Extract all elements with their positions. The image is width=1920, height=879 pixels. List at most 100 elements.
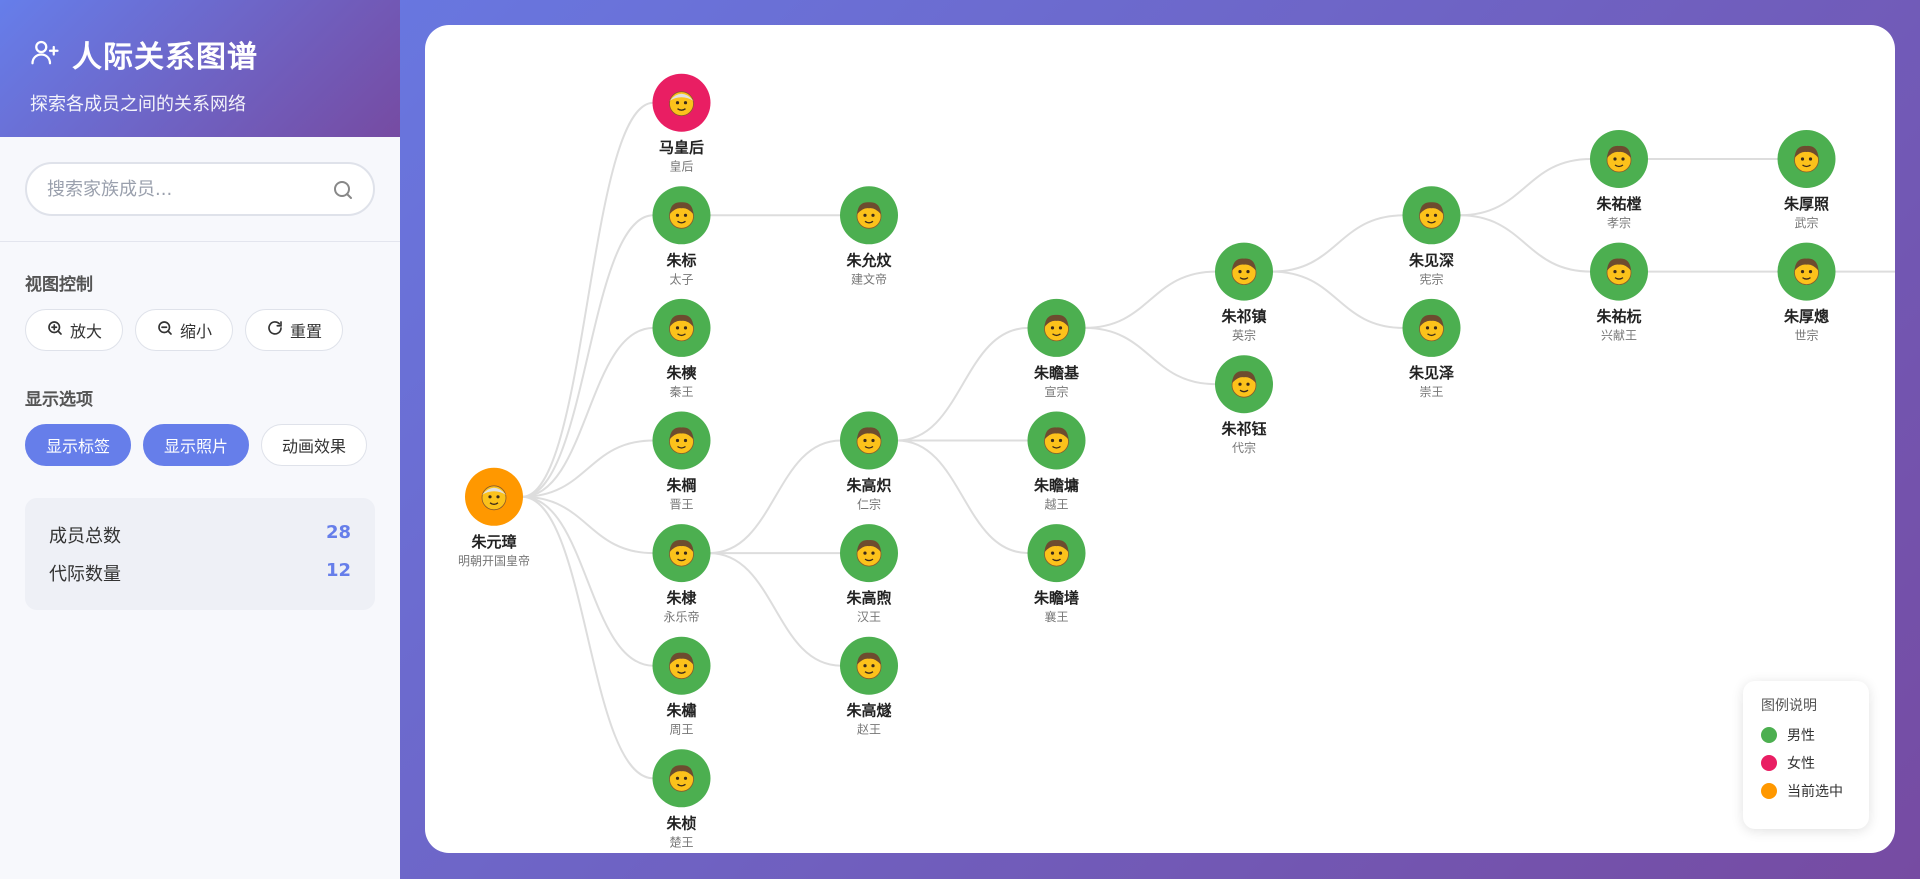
- zoom-in-icon: [46, 319, 64, 341]
- selected-dot-icon: [1761, 783, 1777, 799]
- relation-link: [521, 214, 654, 498]
- node-name: 朱祐杬: [1596, 308, 1641, 326]
- node-name: 朱棡: [666, 477, 696, 495]
- relation-link: [709, 552, 842, 667]
- refresh-icon: [266, 319, 284, 341]
- legend-female: 女性: [1761, 753, 1851, 773]
- man-face-icon: [1044, 314, 1069, 342]
- node-title: 汉王: [857, 610, 881, 624]
- zoom-out-button[interactable]: 缩小: [135, 309, 234, 351]
- node-name: 朱瞻基: [1034, 364, 1080, 382]
- node-title: 武宗: [1794, 215, 1818, 230]
- relation-link: [521, 495, 654, 667]
- node-name: 朱瞻墉: [1034, 477, 1079, 495]
- relation-link: [521, 495, 654, 780]
- display-options-heading: 显示选项: [25, 390, 93, 410]
- node-title: 仁宗: [857, 497, 881, 512]
- reset-button[interactable]: 重置: [245, 309, 344, 351]
- relation-link: [1271, 270, 1404, 329]
- zoom-out-label: 缩小: [180, 322, 213, 341]
- node-title: 襄王: [1044, 609, 1068, 624]
- node-name: 朱瞻墡: [1034, 589, 1079, 607]
- relation-link: [1084, 270, 1217, 329]
- man-face-icon: [856, 427, 882, 454]
- node-title: 宪宗: [1419, 271, 1443, 286]
- man-face-icon: [669, 427, 694, 454]
- node-title: 皇后: [669, 160, 693, 174]
- man-face-icon: [669, 652, 694, 680]
- man-face-icon: [1794, 258, 1819, 286]
- node-title: 永乐帝: [663, 609, 699, 624]
- node-name: 朱厚照: [1784, 195, 1829, 213]
- node-title: 明朝开国皇帝: [458, 553, 530, 568]
- view-controls-heading: 视图控制: [25, 275, 93, 295]
- legend-female-label: 女性: [1787, 756, 1815, 772]
- node-name: 朱标: [666, 251, 696, 269]
- stat-members-label: 成员总数: [49, 526, 121, 547]
- search-box: [25, 162, 375, 216]
- node-title: 宣宗: [1044, 384, 1068, 399]
- zoom-in-button[interactable]: 放大: [25, 309, 124, 351]
- man-face-icon: [856, 202, 882, 229]
- relation-link: [1271, 214, 1404, 273]
- search-icon[interactable]: [331, 178, 355, 206]
- graph-canvas[interactable]: 朱元璋明朝开国皇帝 马皇后皇后朱标太子朱樉秦王朱棡晋王朱棣永乐帝朱橚周王朱桢楚王 朱…: [425, 25, 1895, 853]
- stat-generations-label: 代际数量: [49, 564, 121, 585]
- node-name: 朱元璋: [471, 533, 516, 551]
- male-dot-icon: [1761, 727, 1777, 743]
- node-title: 兴献王: [1601, 328, 1637, 343]
- search-input[interactable]: [47, 178, 327, 200]
- legend-selected-label: 当前选中: [1787, 784, 1843, 800]
- node-title: 建文帝: [851, 271, 887, 286]
- node-title: 楚王: [669, 835, 693, 849]
- node-title: 秦王: [669, 385, 693, 399]
- animation-toggle[interactable]: 动画效果: [261, 424, 368, 466]
- page-title: 人际关系图谱: [72, 40, 258, 75]
- node-name: 朱棣: [666, 589, 696, 607]
- man-face-icon: [669, 765, 694, 792]
- relation-link: [521, 326, 654, 498]
- show-photos-toggle[interactable]: 显示照片: [143, 424, 250, 466]
- node-name: 朱允炆: [846, 251, 892, 269]
- show-labels-toggle[interactable]: 显示标签: [25, 424, 132, 466]
- node-name: 朱见深: [1409, 251, 1454, 269]
- relation-link: [1459, 214, 1592, 273]
- node-title: 晋王: [669, 498, 693, 512]
- node-name: 朱高燧: [846, 702, 891, 720]
- man-face-icon: [1231, 371, 1257, 398]
- node-name: 朱樉: [666, 364, 696, 382]
- node-name: 朱祐樘: [1596, 195, 1641, 213]
- stat-generations: 代际数量 12: [49, 554, 351, 592]
- relation-link: [521, 439, 654, 498]
- node-name: 朱橚: [666, 702, 696, 720]
- node-title: 代宗: [1232, 440, 1256, 455]
- node-title: 世宗: [1794, 328, 1818, 343]
- sidebar-header: 人际关系图谱 探索各成员之间的关系网络: [0, 0, 400, 137]
- search-section: [0, 137, 400, 242]
- legend: 图例说明 男性 女性 当前选中: [1743, 681, 1869, 829]
